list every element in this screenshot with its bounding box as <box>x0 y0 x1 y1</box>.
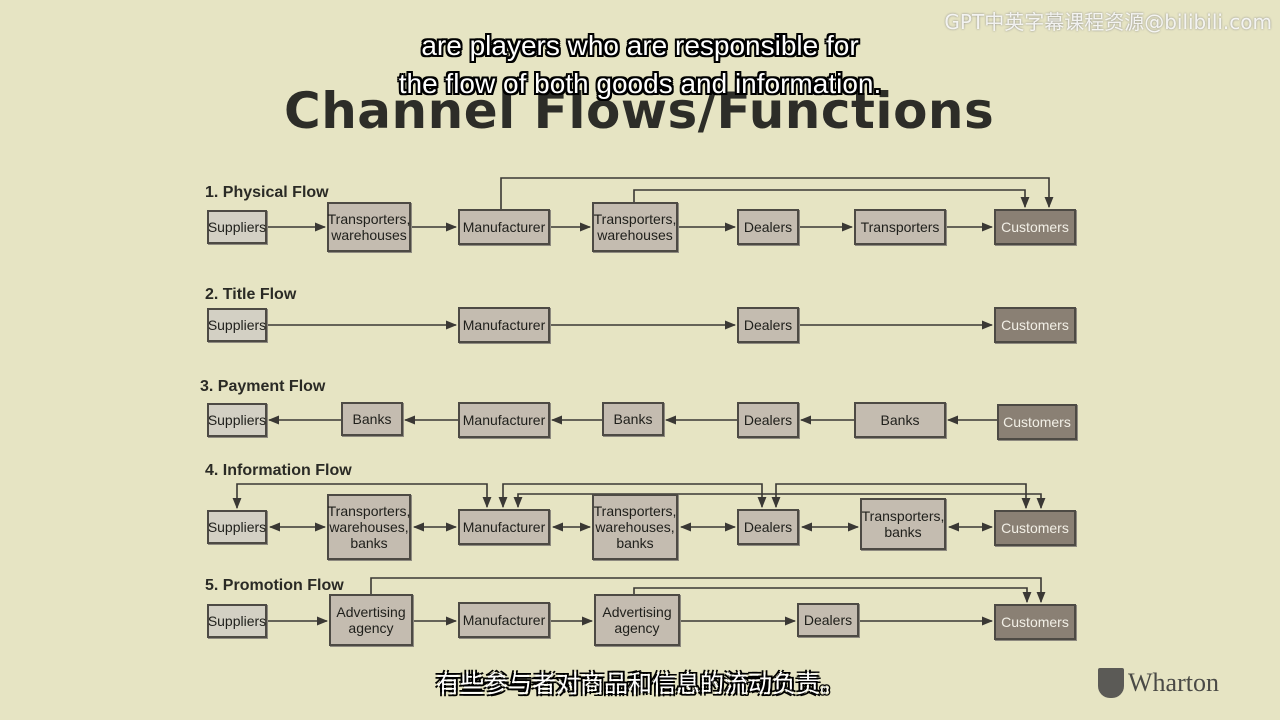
bypass-arrow <box>513 493 1046 510</box>
slide-title: Channel Flows/Functions <box>284 82 995 140</box>
box-dealers: Dealers <box>737 509 799 545</box>
wharton-logo: Wharton <box>1098 668 1219 698</box>
bypass-arrow <box>633 587 1032 604</box>
box-customers: Customers <box>994 604 1076 640</box>
flow-label-promotion: 5. Promotion Flow <box>205 577 344 594</box>
box-customers: Customers <box>994 209 1076 245</box>
bypass-arrow <box>232 483 492 510</box>
bypass-arrow <box>498 483 767 509</box>
subtitle-chinese: 有些参与者对商品和信息的流动负责。 <box>436 670 844 698</box>
box-manufacturer: Manufacturer <box>458 602 550 638</box>
box-banks: Banks <box>602 402 664 436</box>
box-banks: Banks <box>854 402 946 438</box>
bypass-arrow <box>500 177 1054 209</box>
box-manufacturer: Manufacturer <box>458 209 550 245</box>
box-transporters: Transporters <box>854 209 946 245</box>
box-customers: Customers <box>994 307 1076 343</box>
box-transporters-banks: Transporters, banks <box>860 498 946 550</box>
watermark: GPT中英字幕课程资源@bilibili.com <box>944 10 1272 34</box>
subtitle-english-line-2: the flow of both goods and information. <box>398 68 882 99</box>
box-transporters-warehouses: Transporters, warehouses <box>592 202 678 252</box>
box-manufacturer: Manufacturer <box>458 509 550 545</box>
box-dealers: Dealers <box>797 603 859 637</box>
wharton-shield-icon <box>1098 668 1124 698</box>
box-suppliers: Suppliers <box>207 403 267 437</box>
box-transporters-warehouses-banks: Transporters, warehouses, banks <box>592 494 678 560</box>
flow-label-title: 2. Title Flow <box>205 286 297 303</box>
box-customers: Customers <box>994 510 1076 546</box>
box-dealers: Dealers <box>737 209 799 245</box>
box-advertising-agency: Advertising agency <box>594 594 680 646</box>
bypass-arrow <box>771 483 1031 510</box>
box-transporters-warehouses-banks: Transporters, warehouses, banks <box>327 494 411 560</box>
box-banks: Banks <box>341 402 403 436</box>
bypass-arrow <box>370 577 1046 604</box>
flow-label-payment: 3. Payment Flow <box>200 378 326 395</box>
box-suppliers: Suppliers <box>207 210 267 244</box>
wharton-logo-text: Wharton <box>1128 668 1219 697</box>
box-transporters-warehouses: Transporters, warehouses <box>327 202 411 252</box>
box-suppliers: Suppliers <box>207 308 267 342</box>
box-customers: Customers <box>997 404 1077 440</box>
box-dealers: Dealers <box>737 402 799 438</box>
subtitle-english-line-1: are players who are responsible for <box>421 30 859 61</box>
box-manufacturer: Manufacturer <box>458 402 550 438</box>
box-dealers: Dealers <box>737 307 799 343</box>
flow-label-physical: 1. Physical Flow <box>205 184 329 201</box>
box-suppliers: Suppliers <box>207 510 267 544</box>
bypass-arrow <box>633 189 1030 209</box>
flow-label-information: 4. Information Flow <box>205 462 352 479</box>
box-suppliers: Suppliers <box>207 604 267 638</box>
box-advertising-agency: Advertising agency <box>329 594 413 646</box>
box-manufacturer: Manufacturer <box>458 307 550 343</box>
